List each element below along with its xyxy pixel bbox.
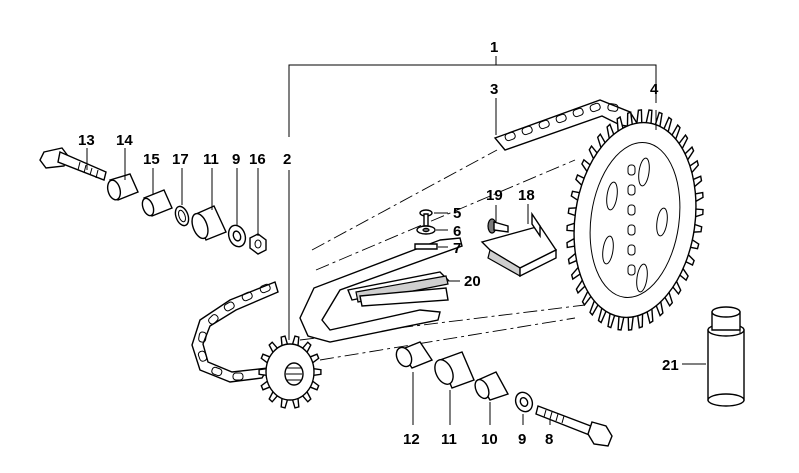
callout-9-bottom: 9: [518, 431, 526, 448]
bracket-18: [480, 211, 558, 278]
nut-16: [249, 233, 267, 255]
front-sprocket: [258, 335, 322, 409]
chain-spray-can-21: [707, 306, 745, 407]
callout-5: 5: [453, 205, 461, 222]
o-ring-17: [174, 205, 190, 227]
axle-bolt-8: [535, 405, 613, 447]
callout-labels: 1 2 3 4 5 6 7 20 19 18 13 14 15 17 11 9 …: [78, 39, 679, 448]
washer-9-top: [227, 224, 247, 248]
washer-6: [416, 225, 436, 235]
callout-14: 14: [116, 132, 133, 149]
callout-9-top: 9: [232, 151, 240, 168]
nut-7: [414, 243, 438, 250]
leader-lines: [86, 98, 706, 425]
bushing-11-bottom: [434, 351, 475, 389]
callout-18: 18: [518, 187, 535, 204]
callout-16: 16: [249, 151, 266, 168]
callout-6: 6: [453, 223, 461, 240]
chain-guard-slider: [299, 237, 463, 343]
axle-bolt-13: [39, 147, 107, 181]
callout-8: 8: [545, 431, 553, 448]
bushing-11-top: [191, 205, 227, 241]
callout-3: 3: [490, 81, 498, 98]
callout-2: 2: [283, 151, 291, 168]
spacer-12: [395, 341, 434, 369]
washer-9-bottom: [514, 391, 534, 413]
screw-19: [487, 218, 509, 234]
spacer-14: [106, 173, 139, 201]
chain-lower-loop: [191, 281, 279, 383]
callout-11-bottom: 11: [441, 431, 457, 448]
sleeve-15: [141, 189, 173, 217]
screw-5: [419, 209, 433, 227]
callout-15: 15: [143, 151, 160, 168]
callout-10: 10: [481, 431, 498, 448]
callout-11-top: 11: [203, 151, 219, 168]
callout-21: 21: [662, 357, 679, 374]
callout-12: 12: [403, 431, 420, 448]
callout-20: 20: [464, 273, 481, 290]
callout-4: 4: [650, 81, 659, 98]
sleeve-10: [474, 371, 510, 401]
callout-7: 7: [453, 240, 461, 257]
callout-1: 1: [490, 39, 498, 56]
group-1-bracket: [288, 56, 657, 137]
rear-sprocket: [566, 109, 704, 331]
callout-17: 17: [172, 151, 189, 168]
callout-19: 19: [486, 187, 503, 204]
chain-path-dashed: [299, 149, 586, 361]
callout-13: 13: [78, 132, 95, 149]
